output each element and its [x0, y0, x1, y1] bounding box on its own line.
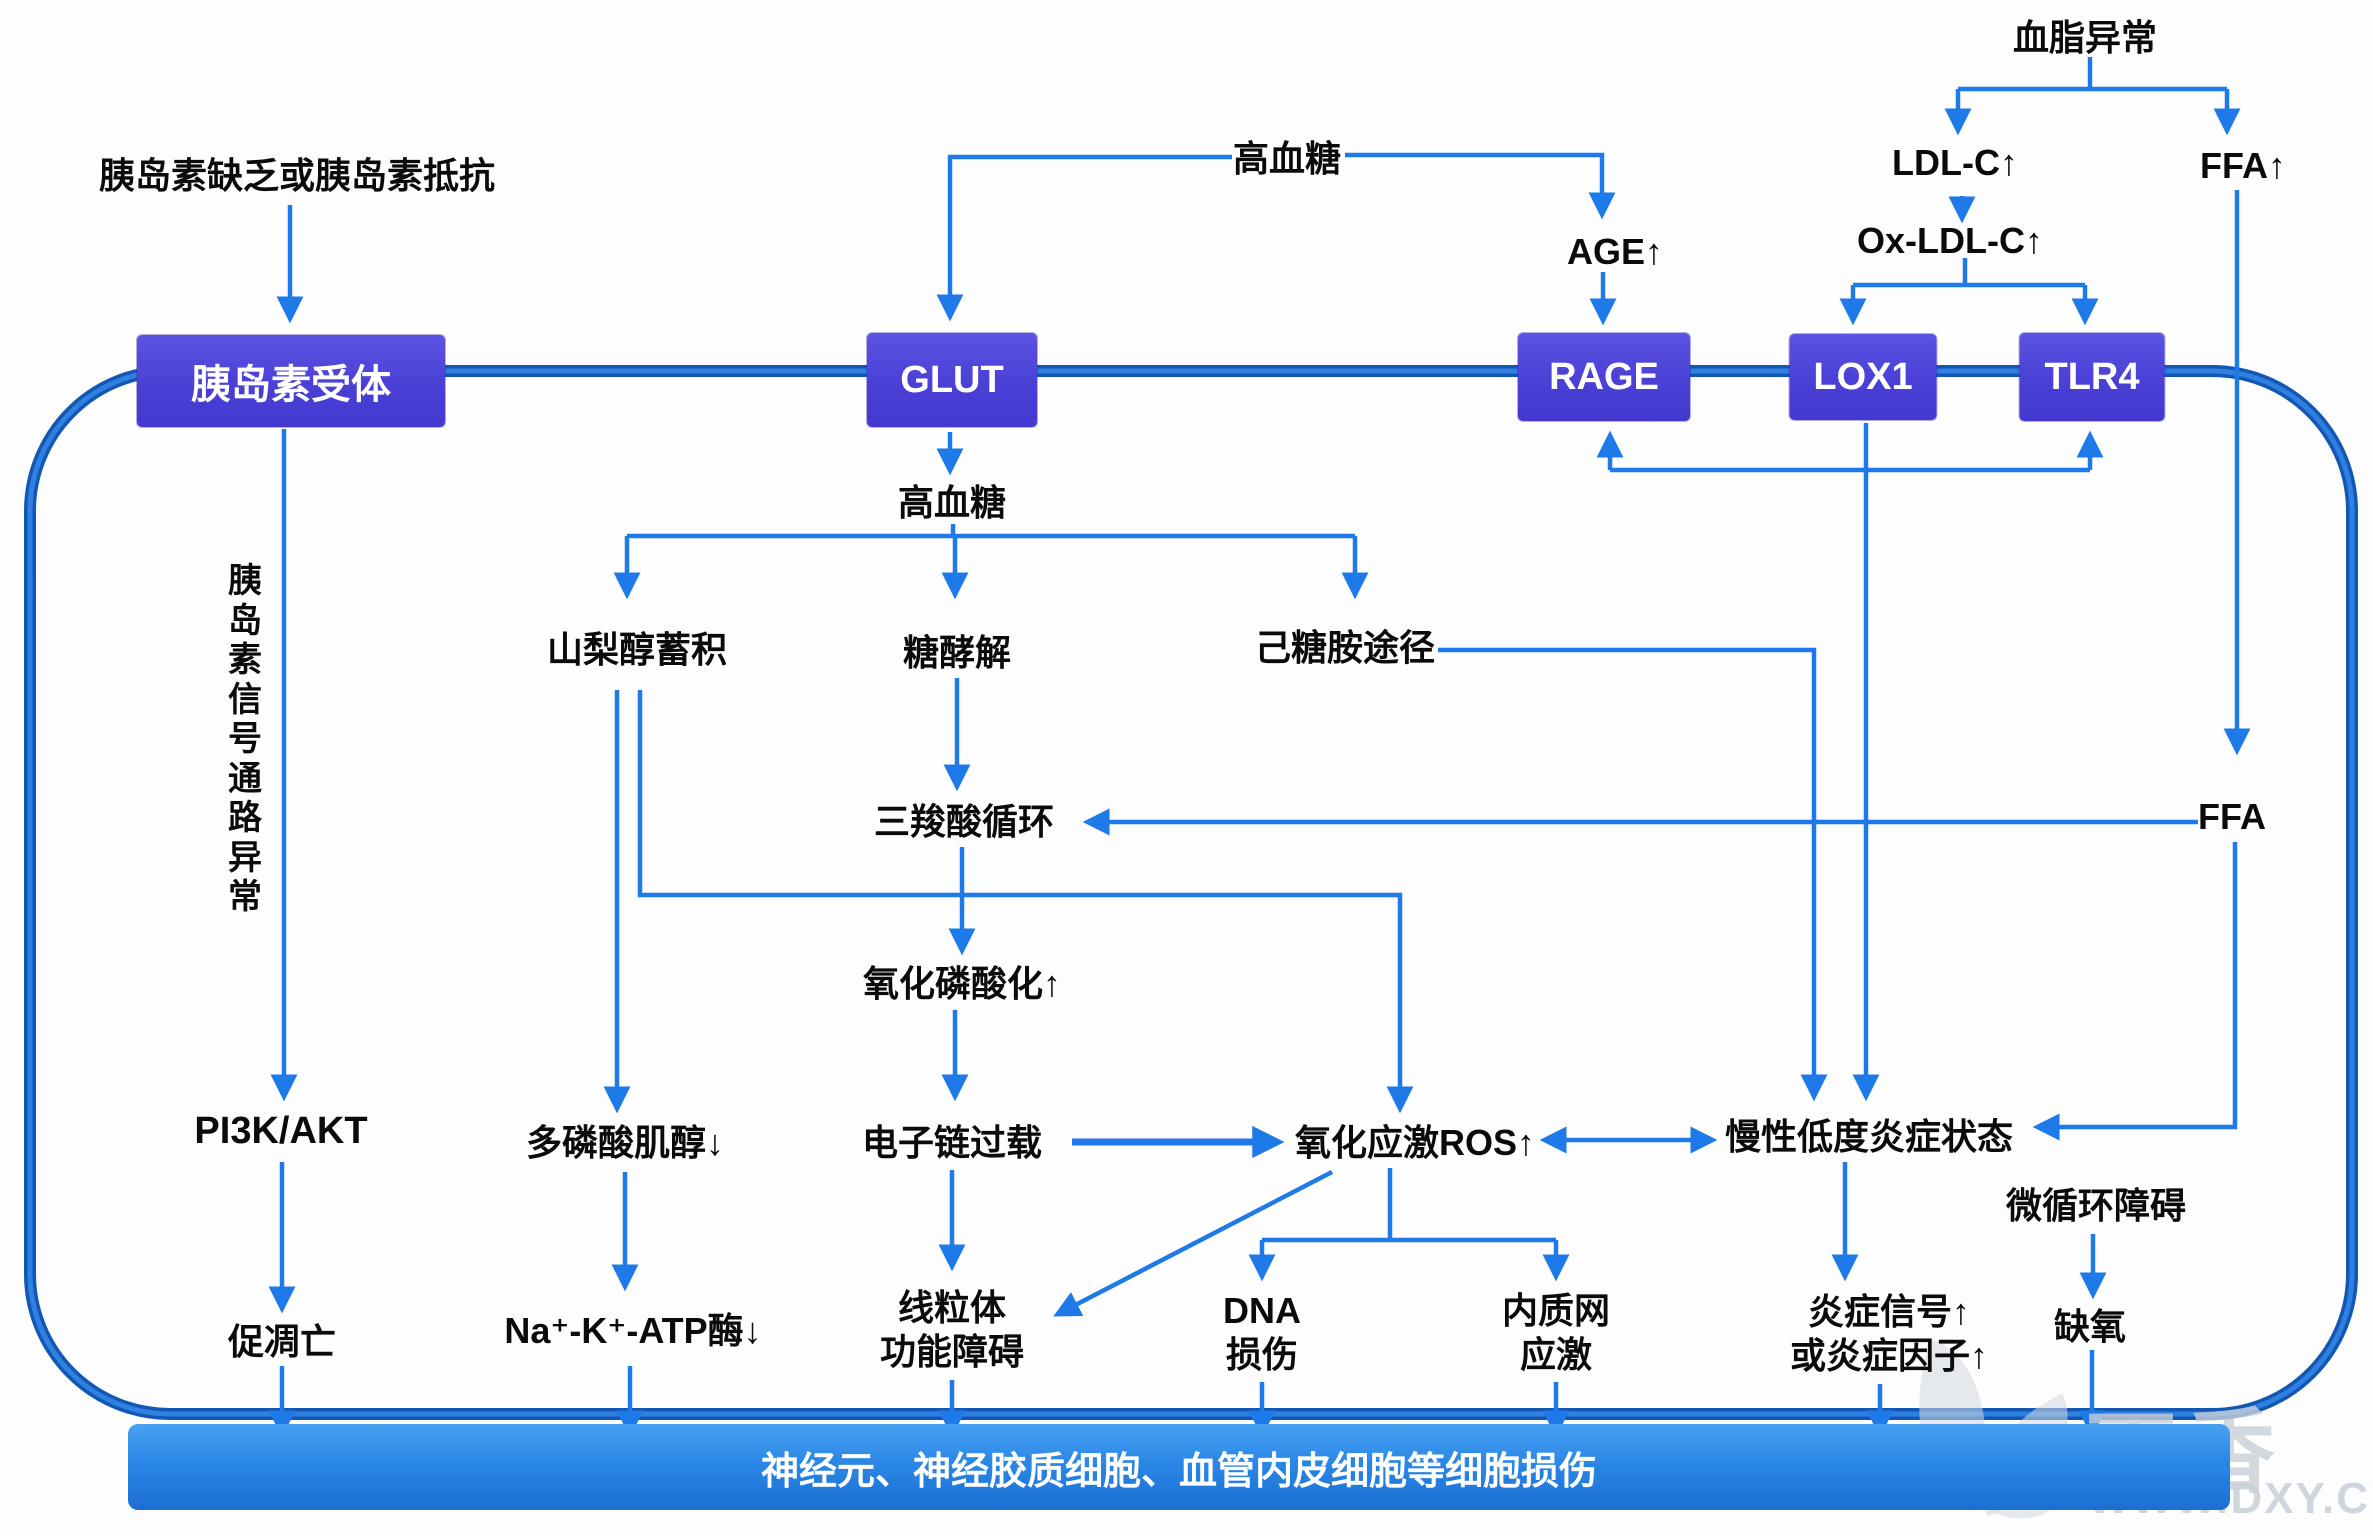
label-polyphosphoinositide: 多磷酸肌醇↓ [525, 1122, 725, 1163]
label-apoptosis: 促凋亡 [227, 1321, 337, 1362]
label-na-k-atpase: Na⁺-K⁺-ATP酶↓ [504, 1310, 762, 1351]
label-hypoxia: 缺氧 [2053, 1306, 2127, 1347]
label-ldl-c: LDL-C↑ [1892, 142, 2018, 183]
label-electron-chain-overload: 电子链过载 [861, 1122, 1043, 1163]
label-ffa-mid: FFA [2198, 796, 2266, 837]
label-insulin-deficiency: 胰岛素缺乏或胰岛素抵抗 [98, 155, 496, 196]
label-sorbitol: 山梨醇蓄积 [546, 629, 728, 670]
label-mitochondrial-dysfunction: 线粒体 功能障碍 [879, 1287, 1025, 1372]
label-dyslipidemia: 血脂异常 [2012, 17, 2158, 58]
label-hexosamine: 己糖胺途径 [1254, 627, 1436, 668]
box-rage: RAGE [1518, 333, 1690, 421]
label-hyperglycemia-inner: 高血糖 [897, 482, 1007, 523]
label-oxidative-phosphorylation: 氧化磷酸化↑ [862, 963, 1062, 1004]
cell-membrane [24, 365, 2358, 1420]
label-chronic-inflammation: 慢性低度炎症状态 [1724, 1116, 2014, 1157]
label-ffa-up: FFA↑ [2200, 145, 2286, 186]
label-dna-damage: DNA 损伤 [1223, 1290, 1301, 1375]
box-insulin-receptor: 胰岛素受体 [137, 335, 445, 427]
box-glut: GLUT [867, 333, 1037, 427]
label-insulin-signal-pathway: 胰岛素信号通路异常 [228, 562, 262, 916]
label-pi3k-akt: PI3K/AKT [194, 1110, 368, 1152]
label-hyperglycemia-top: 高血糖 [1232, 138, 1342, 179]
label-microcirculation-disorder: 微循环障碍 [2005, 1185, 2187, 1226]
box-tlr4: TLR4 [2019, 333, 2165, 421]
cell-damage-bar: 神经元、神经胶质细胞、血管内皮细胞等细胞损伤 [128, 1424, 2230, 1510]
label-oxidative-stress-ros: 氧化应激ROS↑ [1294, 1122, 1536, 1163]
label-ox-ldl-c: Ox-LDL-C↑ [1857, 220, 2043, 261]
box-lox1: LOX1 [1789, 334, 1937, 420]
label-age: AGE↑ [1566, 231, 1664, 272]
label-er-stress: 内质网 应激 [1501, 1290, 1611, 1375]
label-tca-cycle: 三羧酸循环 [873, 801, 1055, 842]
label-inflammatory-factors: 炎症信号↑ 或炎症因子↑ [1789, 1291, 1989, 1376]
label-glycolysis: 糖酵解 [902, 632, 1012, 673]
